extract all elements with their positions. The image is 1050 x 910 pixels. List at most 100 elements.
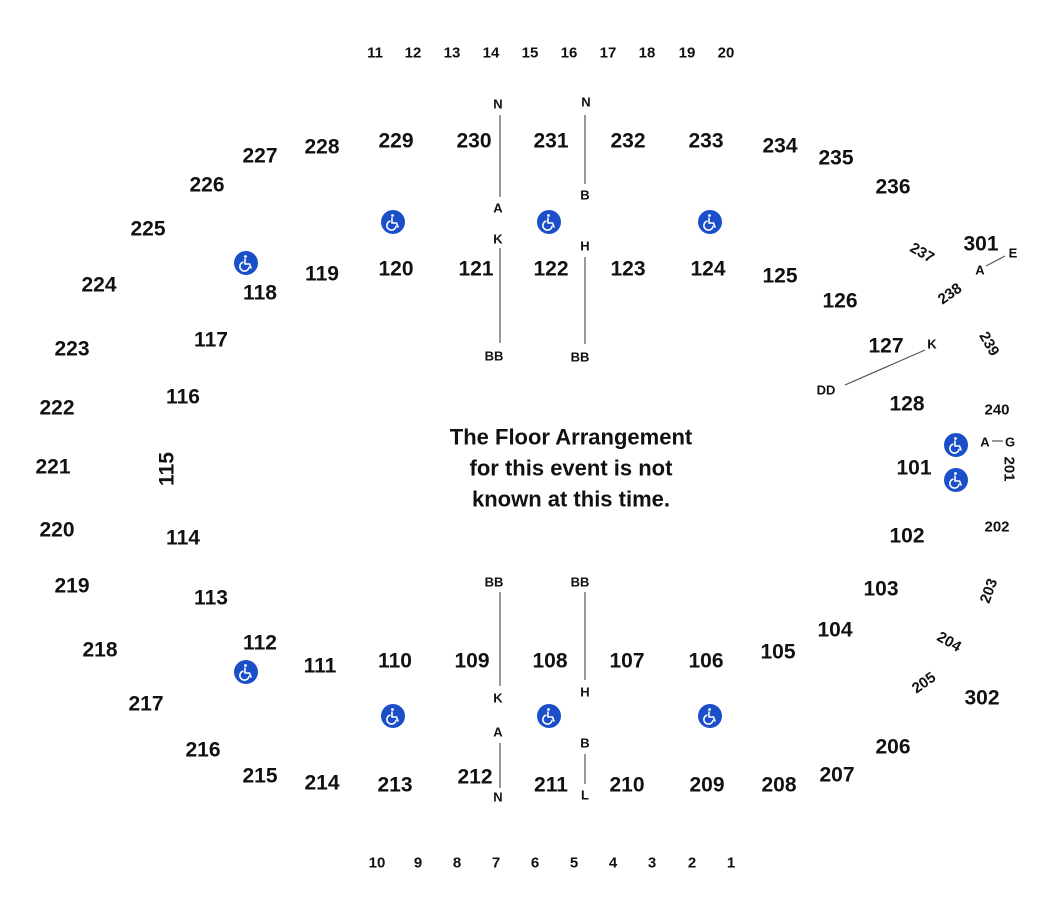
- row-label: L: [581, 787, 589, 803]
- section-label[interactable]: 112: [243, 631, 277, 655]
- row-label: B: [580, 187, 590, 203]
- section-label[interactable]: 113: [194, 586, 228, 610]
- section-label[interactable]: 302: [964, 686, 1000, 710]
- section-label[interactable]: 122: [533, 257, 569, 281]
- section-label[interactable]: 103: [863, 577, 899, 601]
- row-label: BB: [570, 349, 590, 365]
- section-label[interactable]: 229: [378, 129, 414, 153]
- row-label: B: [580, 735, 590, 751]
- row-label: BB: [570, 574, 590, 590]
- section-label[interactable]: 228: [304, 135, 340, 159]
- section-label[interactable]: 110: [378, 649, 412, 673]
- section-label[interactable]: 106: [688, 649, 724, 673]
- section-label[interactable]: 222: [39, 396, 75, 420]
- section-label[interactable]: 219: [54, 574, 90, 598]
- wheelchair-icon: [944, 433, 968, 457]
- floor-notice: The Floor Arrangement for this event is …: [450, 422, 692, 515]
- section-label[interactable]: 117: [194, 328, 228, 352]
- section-label[interactable]: 301: [963, 232, 999, 256]
- section-label[interactable]: 108: [532, 649, 568, 673]
- wheelchair-icon: [381, 704, 405, 728]
- section-label[interactable]: 223: [54, 337, 90, 361]
- section-label[interactable]: 214: [304, 771, 340, 795]
- section-label[interactable]: 111: [303, 654, 337, 678]
- section-label[interactable]: 231: [533, 129, 569, 153]
- row-line: [844, 349, 926, 386]
- seat-number: 7: [491, 854, 501, 872]
- seat-number: 20: [717, 44, 735, 62]
- row-label: H: [580, 684, 590, 700]
- section-label[interactable]: 102: [889, 524, 925, 548]
- seat-number: 9: [413, 854, 423, 872]
- section-label[interactable]: 118: [243, 281, 277, 305]
- seat-number: 18: [638, 44, 656, 62]
- row-label: N: [581, 94, 591, 110]
- section-label[interactable]: 210: [609, 773, 645, 797]
- wheelchair-icon: [234, 251, 258, 275]
- seat-number: 3: [647, 854, 657, 872]
- section-label[interactable]: 208: [761, 773, 797, 797]
- seat-number: 6: [530, 854, 540, 872]
- section-label[interactable]: 125: [762, 264, 798, 288]
- section-label[interactable]: 207: [819, 763, 855, 787]
- section-label[interactable]: 126: [822, 289, 858, 313]
- section-label[interactable]: 127: [868, 334, 904, 358]
- row-label: E: [1008, 245, 1018, 261]
- seat-number: 13: [443, 44, 461, 62]
- seat-number: 10: [368, 854, 386, 872]
- row-label: K: [493, 690, 503, 706]
- section-label[interactable]: 225: [130, 217, 166, 241]
- section-label[interactable]: 201: [1000, 456, 1018, 482]
- section-label[interactable]: 211: [534, 773, 568, 797]
- section-label[interactable]: 212: [457, 765, 493, 789]
- section-label[interactable]: 128: [889, 392, 925, 416]
- seat-number: 16: [560, 44, 578, 62]
- section-label[interactable]: 213: [377, 773, 413, 797]
- section-label[interactable]: 206: [875, 735, 911, 759]
- section-label[interactable]: 235: [818, 146, 854, 170]
- section-label[interactable]: 234: [762, 134, 798, 158]
- section-label[interactable]: 230: [456, 129, 492, 153]
- section-label[interactable]: 227: [242, 144, 278, 168]
- section-label[interactable]: 216: [185, 738, 221, 762]
- section-label[interactable]: 226: [189, 173, 225, 197]
- seat-number: 15: [521, 44, 539, 62]
- section-label[interactable]: 114: [166, 526, 200, 550]
- section-label[interactable]: 209: [689, 773, 725, 797]
- wheelchair-icon: [698, 210, 722, 234]
- section-label[interactable]: 220: [39, 518, 75, 542]
- seat-number: 12: [404, 44, 422, 62]
- row-label: H: [580, 238, 590, 254]
- row-label: A: [975, 262, 985, 278]
- notice-line: The Floor Arrangement: [449, 424, 693, 450]
- section-label[interactable]: 224: [81, 273, 117, 297]
- section-label[interactable]: 107: [609, 649, 645, 673]
- section-label[interactable]: 121: [458, 257, 494, 281]
- section-label[interactable]: 233: [688, 129, 724, 153]
- section-label[interactable]: 217: [128, 692, 164, 716]
- section-label[interactable]: 120: [378, 257, 414, 281]
- section-label[interactable]: 116: [166, 385, 200, 409]
- wheelchair-icon: [944, 468, 968, 492]
- section-label[interactable]: 202: [984, 518, 1010, 536]
- section-label[interactable]: 236: [875, 175, 911, 199]
- section-label[interactable]: 124: [690, 257, 726, 281]
- section-label[interactable]: 115: [155, 452, 179, 486]
- section-label[interactable]: 221: [35, 455, 71, 479]
- section-label[interactable]: 104: [817, 618, 853, 642]
- section-label[interactable]: 215: [242, 764, 278, 788]
- section-label[interactable]: 109: [454, 649, 490, 673]
- section-label[interactable]: 101: [896, 456, 932, 480]
- section-label[interactable]: 218: [82, 638, 118, 662]
- row-label: K: [927, 336, 937, 352]
- section-label[interactable]: 240: [984, 401, 1010, 419]
- row-label: DD: [816, 382, 836, 398]
- wheelchair-icon: [698, 704, 722, 728]
- row-label: K: [493, 231, 503, 247]
- section-label[interactable]: 232: [610, 129, 646, 153]
- section-label[interactable]: 105: [760, 640, 796, 664]
- section-label[interactable]: 123: [610, 257, 646, 281]
- section-label[interactable]: 119: [305, 262, 339, 286]
- row-label: BB: [484, 574, 504, 590]
